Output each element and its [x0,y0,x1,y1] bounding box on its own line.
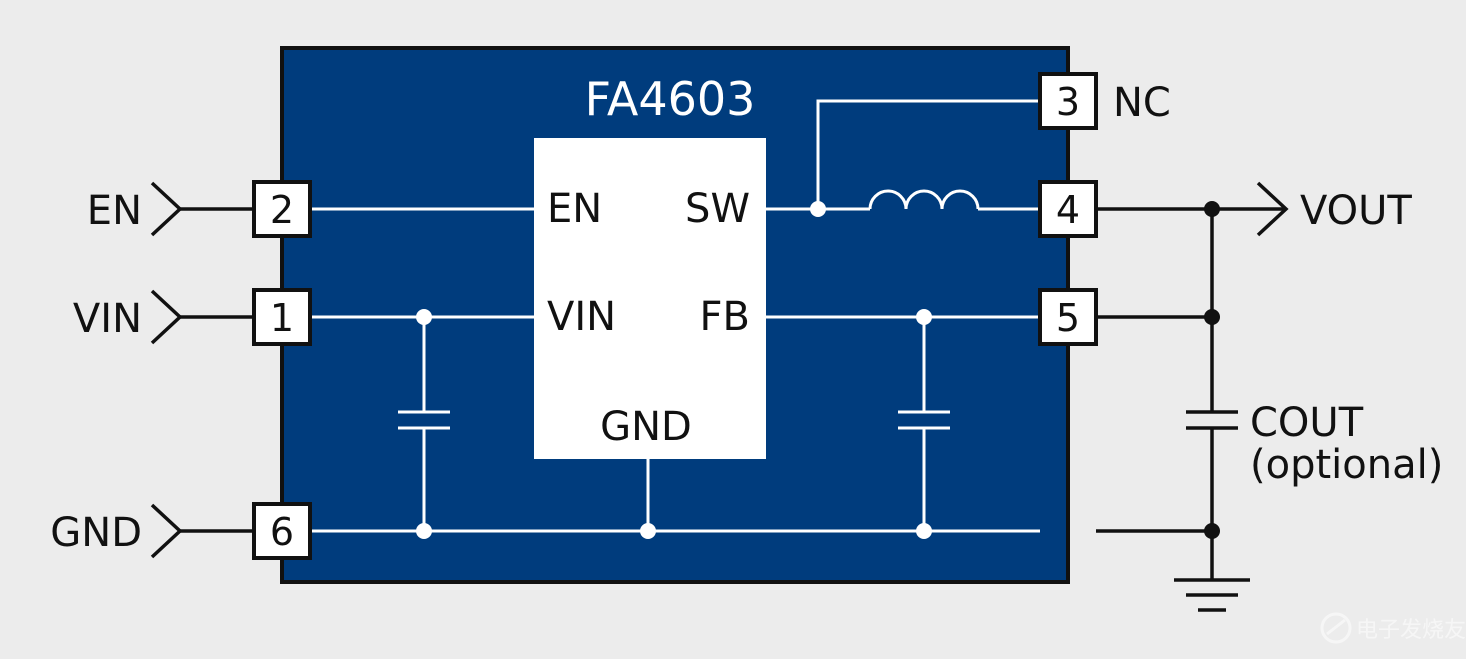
signal-label-gnd: GND [50,510,142,556]
signal-label-vout: VOUT [1300,188,1412,234]
pin-box-3: 3 [1038,72,1098,130]
pin-box-6: 6 [252,502,312,560]
pin-box-5: 5 [1038,288,1098,346]
ic-pin-gnd-label: GND [600,404,692,450]
ic-pin-en-label: EN [547,186,602,232]
ic-chip [534,138,766,459]
en-input-arrow [150,181,183,237]
gnd-input-arrow [150,503,183,559]
watermark-text: 电子发烧友 [1356,618,1466,643]
pin-box-2: 2 [252,180,312,238]
cout-note: (optional) [1250,442,1443,488]
external-junctions [1204,201,1220,539]
pin-number: 5 [1056,296,1080,340]
pin-number: 2 [270,188,294,232]
signal-label-nc: NC [1113,80,1171,126]
module-title: FA4603 [585,72,756,126]
pin-number: 6 [270,510,294,554]
vout-output-arrow [1256,181,1289,237]
signal-label-en: EN [87,188,142,234]
watermark: 电子发烧友 [1320,612,1466,644]
ic-pin-fb-label: FB [700,294,750,340]
pin-number: 4 [1056,188,1080,232]
pin-number: 3 [1056,80,1080,124]
ic-pin-vin-label: VIN [547,294,616,340]
signal-label-vin: VIN [73,296,142,342]
cout-label: COUT [1250,400,1364,446]
vin-input-arrow [150,289,183,345]
ic-pin-sw-label: SW [685,186,750,232]
internal-junctions [416,201,932,539]
pin-number: 1 [270,296,294,340]
watermark-logo-icon [1320,612,1352,644]
pin-box-4: 4 [1038,180,1098,238]
io-arrows [150,181,1289,559]
pin-box-1: 1 [252,288,312,346]
